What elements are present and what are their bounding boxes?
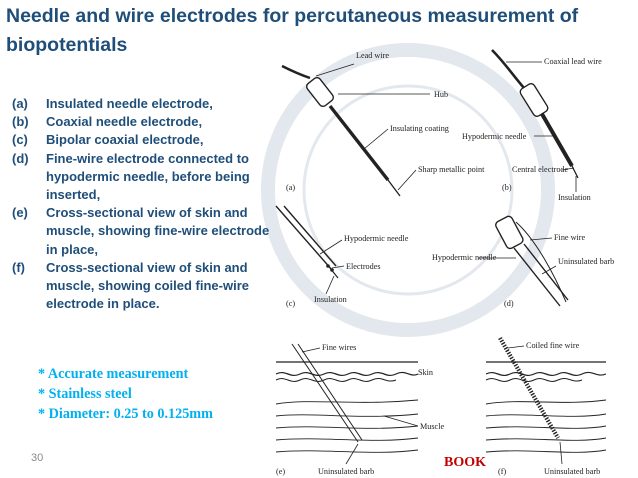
panel-f-label: (f) xyxy=(498,467,506,476)
list-item: (e) Cross-sectional view of skin and musc… xyxy=(12,204,277,259)
item-text: Fine-wire electrode connected to hypoder… xyxy=(46,150,250,203)
item-label: (b) xyxy=(12,114,29,130)
fine-wire-label: Fine wire xyxy=(554,233,586,242)
panel-f-coiled-wire-in-tissue: Coiled fine wire Uninsulated barb (f) xyxy=(485,336,607,476)
list-item: (a) Insulated needle electrode, xyxy=(12,95,277,113)
lead-wire-label: Lead wire xyxy=(356,51,389,60)
page-number: 30 xyxy=(31,452,44,464)
item-label: (c) xyxy=(12,132,28,148)
panel-e-fine-wire-in-tissue: Fine wires Skin Muscle Uninsulated barb … xyxy=(275,343,444,476)
list-item: (f) Cross-sectional view of skin and musc… xyxy=(12,259,277,314)
item-text: Bipolar coaxial electrode, xyxy=(46,132,204,148)
panel-d-label: (d) xyxy=(504,299,514,308)
list-item: (c) Bipolar coaxial electrode, xyxy=(12,131,277,149)
list-item: (b) Coaxial needle electrode, xyxy=(12,113,277,131)
note-line: * Stainless steel xyxy=(38,385,132,402)
item-label: (f) xyxy=(12,259,25,275)
list-item: (d) Fine-wire electrode connected to hypo… xyxy=(12,150,277,205)
notes-block: * Accurate measurement * Stainless steel… xyxy=(38,365,213,424)
hypodermic-needle-label-c: Hypodermic needle xyxy=(344,234,409,243)
hypodermic-needle-label-d: Hypodermic needle xyxy=(432,253,497,262)
item-label: (e) xyxy=(12,205,28,221)
item-text: Coaxial needle electrode, xyxy=(46,114,203,130)
insulation-label-b: Insulation xyxy=(558,193,591,202)
panel-a-label: (a) xyxy=(286,183,295,192)
hypodermic-needle-label: Hypodermic needle xyxy=(462,132,527,141)
coiled-fine-wire-label: Coiled fine wire xyxy=(526,341,580,350)
insulation-label-c: Insulation xyxy=(314,295,347,304)
sharp-point-label: Sharp metallic point xyxy=(418,165,485,174)
note-line: * Diameter: 0.25 to 0.125mm xyxy=(38,405,213,422)
electrodes-label: Electrodes xyxy=(346,262,381,271)
item-label: (a) xyxy=(12,96,28,111)
university-seal-watermark xyxy=(261,43,555,337)
uninsulated-barb-label-f: Uninsulated barb xyxy=(544,467,600,476)
panel-e-label: (e) xyxy=(276,467,285,476)
uninsulated-barb-label-e: Uninsulated barb xyxy=(318,467,374,476)
item-text: Cross-sectional view of skin and muscle,… xyxy=(46,259,249,312)
panel-a-insulated-needle: Lead wire Hub Insulating coating Sharp m… xyxy=(281,51,485,197)
panel-b-coaxial-needle: Coaxial lead wire Hypodermic needle Cent… xyxy=(462,49,602,202)
uninsulated-barb-label-d: Uninsulated barb xyxy=(558,257,614,266)
electrode-type-list: (a) Insulated needle electrode, (b) Coaxia… xyxy=(12,95,277,313)
fine-wires-label: Fine wires xyxy=(322,343,356,352)
coaxial-lead-wire-label: Coaxial lead wire xyxy=(544,57,602,66)
panel-b-label: (b) xyxy=(502,183,512,192)
note-line: * Accurate measurement xyxy=(38,366,189,382)
slide-title: Needle and wire electrodes for percutane… xyxy=(6,5,579,56)
item-label: (d) xyxy=(12,150,29,166)
panel-d-fine-wire-needle: Fine wire Hypodermic needle Uninsulated … xyxy=(432,215,614,308)
item-text: Cross-sectional view of skin and muscle,… xyxy=(46,205,270,257)
insulating-coating-label: Insulating coating xyxy=(390,124,449,133)
item-text: Insulated needle electrode, xyxy=(46,96,213,111)
hub-label: Hub xyxy=(434,90,448,99)
panel-c-bipolar-coaxial: Hypodermic needle Electrodes Insulation … xyxy=(275,205,409,308)
panel-c-label: (c) xyxy=(286,299,295,308)
book-label: BOOK xyxy=(444,455,487,470)
muscle-label: Muscle xyxy=(420,422,444,431)
electrode-figure: Lead wire Hub Insulating coating Sharp m… xyxy=(275,49,614,476)
skin-label: Skin xyxy=(418,368,433,377)
central-electrode-label: Central electrode xyxy=(512,165,569,174)
